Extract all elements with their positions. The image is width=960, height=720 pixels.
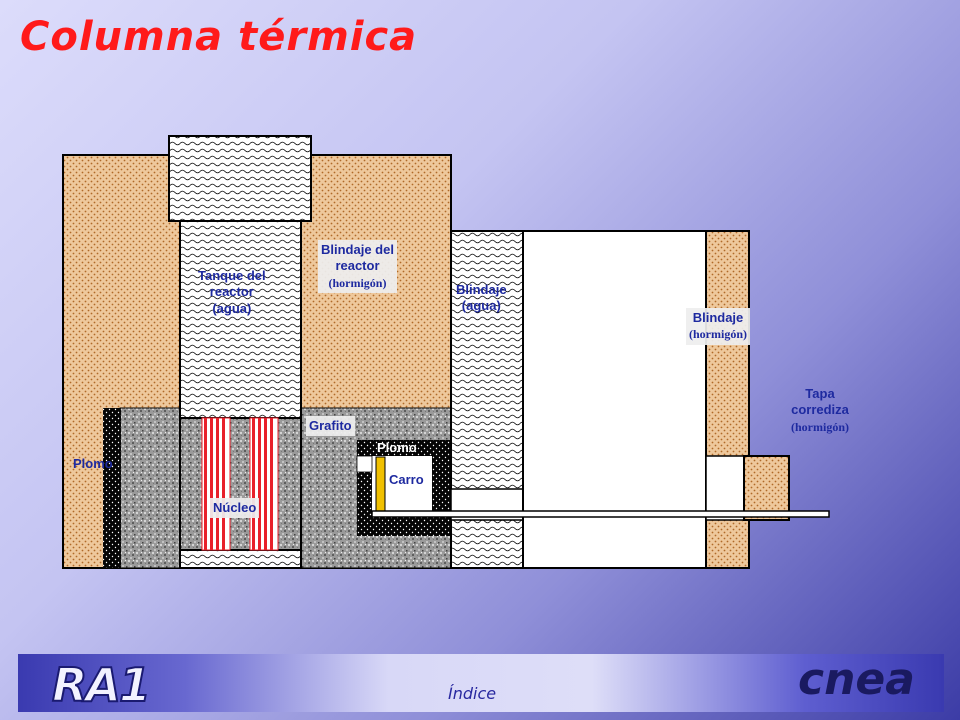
label-blindaje-reactor: Blindaje del reactor (hormigón) [318, 240, 397, 293]
reactor-tank [179, 219, 302, 419]
core-fuel-left [201, 417, 231, 551]
carro-bar [375, 456, 386, 514]
label-nucleo: Núcleo [210, 498, 260, 519]
tank-bottom [179, 549, 302, 569]
label-plomo-inner: Plomo [377, 440, 417, 455]
concrete-gap [705, 455, 750, 521]
label-tanque: Tanque del reactor (agua) [198, 268, 266, 316]
rail [371, 510, 830, 518]
label-blindaje-hormigon: Blindaje (hormigón) [686, 308, 750, 345]
footer-bar [18, 654, 944, 712]
tank-core-area [179, 417, 302, 551]
sliding-cover [743, 455, 790, 521]
label-grafito: Grafito [306, 416, 355, 437]
label-blindaje-agua: Blindaje (agua) [456, 282, 507, 314]
core-fuel-right [249, 417, 279, 551]
page-title: Columna térmica [20, 14, 418, 60]
cavity-notch [356, 455, 373, 473]
label-carro: Carro [389, 472, 424, 487]
ra1-logo: RA1 [51, 657, 152, 713]
tank-cap [168, 135, 312, 222]
label-tapa: Tapa corrediza (hormigón) [791, 386, 849, 434]
label-plomo-left: Plomo [73, 456, 113, 471]
lead-strip-left [103, 408, 121, 568]
index-link[interactable]: Índice [448, 684, 497, 703]
cnea-logo: cnea [798, 654, 915, 705]
